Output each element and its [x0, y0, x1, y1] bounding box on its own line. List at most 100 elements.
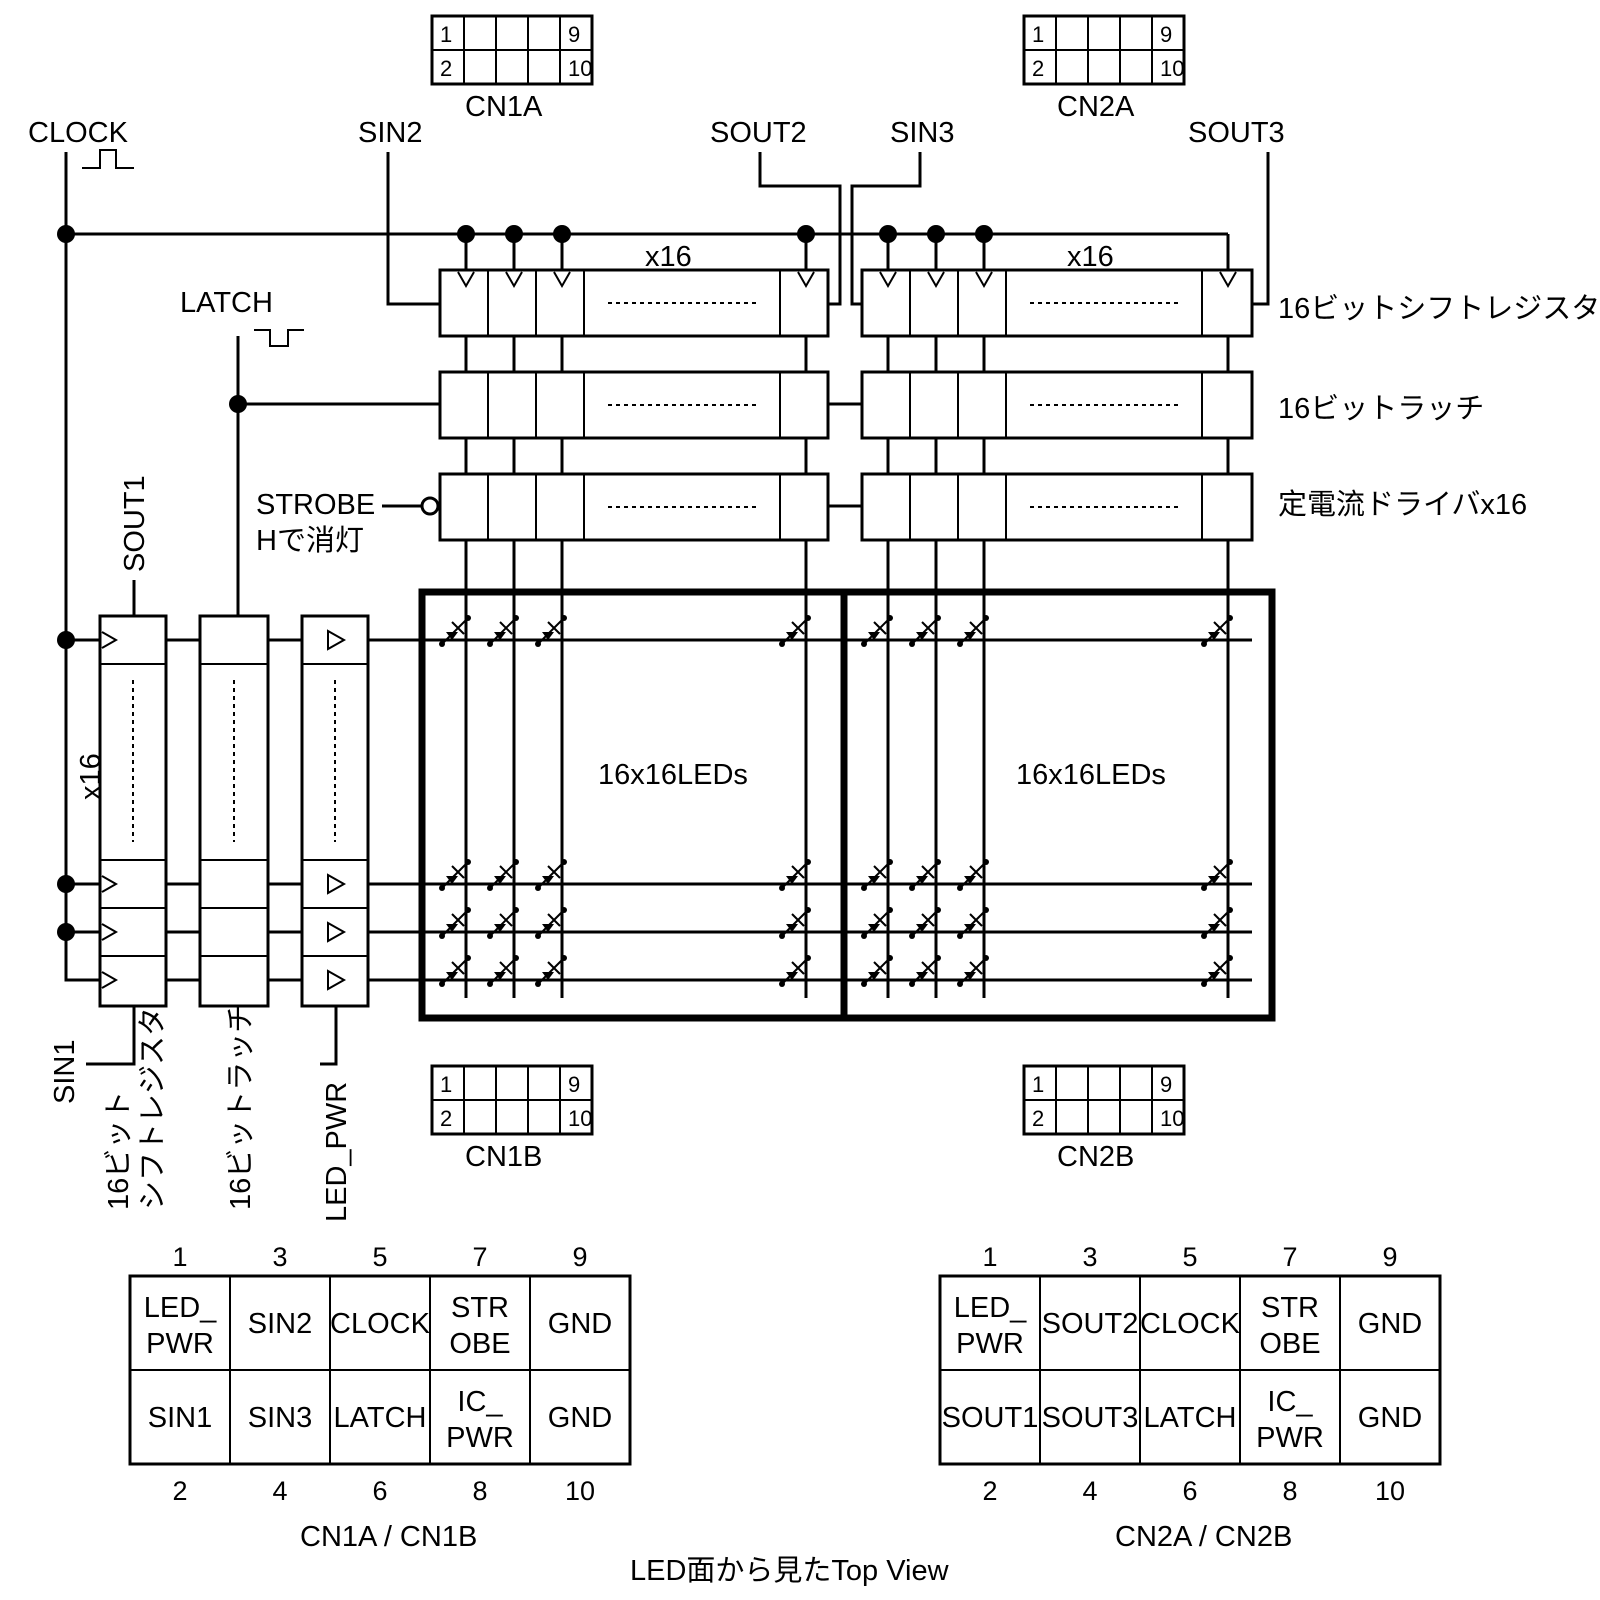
matrix-left-label: 16x16LEDs [598, 759, 748, 791]
pinout_cn2-pin-number-bottom: 10 [1375, 1476, 1405, 1506]
led-cathode-bar [969, 865, 983, 879]
pinout_cn2-pin-cell: LED_ [954, 1292, 1027, 1324]
led-terminal [561, 907, 567, 913]
led-terminal [513, 955, 519, 961]
led-arrow [916, 876, 928, 884]
led-body [441, 861, 469, 889]
pinout_cn2-pin-number-top: 1 [982, 1242, 997, 1272]
led-body [537, 617, 565, 645]
led-terminal [513, 907, 519, 913]
cn2b-pin-2: 2 [1032, 1106, 1044, 1131]
led-terminal [535, 885, 541, 891]
pinout_cn2-pin-number-top: 5 [1182, 1242, 1197, 1272]
pinout_cn1-pin-cell: GND [548, 1402, 612, 1434]
led-cathode-bar [969, 913, 983, 927]
led-terminal [465, 907, 471, 913]
pinout_cn2-pin-cell: GND [1358, 1402, 1422, 1434]
led-cathode-bar [547, 865, 561, 879]
led-arrow [1208, 924, 1220, 932]
led-terminal [535, 981, 541, 987]
led-icon [957, 907, 989, 939]
led-terminal [957, 981, 963, 987]
led-arrow [916, 972, 928, 980]
led-body [1203, 861, 1231, 889]
pinout_cn1-pin-number-bottom: 2 [172, 1476, 187, 1506]
pinout_cn1-pin-number-bottom: 8 [472, 1476, 487, 1506]
led-body [537, 861, 565, 889]
driver-label: 定電流ドライバx16 [1278, 488, 1527, 521]
led-arrow [868, 972, 880, 980]
led-terminal [909, 981, 915, 987]
led-terminal [935, 859, 941, 865]
led-terminal [487, 641, 493, 647]
cn2a-pin-1: 1 [1032, 22, 1044, 47]
led-body [911, 617, 939, 645]
cn2b-label: CN2B [1057, 1141, 1134, 1173]
led-body [441, 617, 469, 645]
led-cathode-bar [547, 961, 561, 975]
clock-triangle-icon [879, 271, 897, 289]
cn1a-pin-1: 1 [440, 22, 452, 47]
led-arrow [494, 632, 506, 640]
led-body [863, 957, 891, 985]
led-body [911, 861, 939, 889]
pinout_cn2-pin-number-bottom: 8 [1282, 1476, 1297, 1506]
cn1a-pin-2: 2 [440, 56, 452, 81]
led-arrow [446, 632, 458, 640]
led-terminal [957, 885, 963, 891]
cn2a-pin-2: 2 [1032, 56, 1044, 81]
led-arrow [964, 972, 976, 980]
led-cathode-bar [499, 913, 513, 927]
led-terminal [487, 981, 493, 987]
connector-cn2a: 1 2 9 10 CN2A [1022, 14, 1186, 123]
led-terminal [779, 933, 785, 939]
led-terminal [861, 933, 867, 939]
led-icon [779, 955, 811, 987]
led-body [489, 861, 517, 889]
latch-label-right: 16ビットラッチ [1278, 393, 1484, 425]
led-cathode-bar [873, 913, 887, 927]
clock-pulse-icon [82, 149, 134, 169]
connector-cn2b: 1 2 9 10 CN2B [1022, 1064, 1186, 1173]
pinout_cn2-pin-cell: OBE [1259, 1328, 1320, 1360]
left-columns [98, 614, 370, 1008]
led-body [1203, 957, 1231, 985]
pinout_cn2-pin-cell: SOUT3 [1042, 1402, 1139, 1434]
clock-triangle-icon [1219, 271, 1237, 289]
led-arrow [446, 924, 458, 932]
led-terminal [535, 933, 541, 939]
led-icon [439, 615, 471, 647]
led-body [911, 957, 939, 985]
led-array [439, 615, 1233, 987]
led-body [781, 909, 809, 937]
led-icon [957, 859, 989, 891]
pinout_cn1-pin-number-bottom: 4 [272, 1476, 287, 1506]
led-terminal [1227, 859, 1233, 865]
led-terminal [935, 615, 941, 621]
led-icon [487, 859, 519, 891]
strobe-note: Hで消灯 [256, 524, 364, 557]
led-terminal [1227, 955, 1233, 961]
led-body [863, 617, 891, 645]
led-cathode-bar [1213, 621, 1227, 635]
led-terminal [909, 885, 915, 891]
led-terminal [887, 955, 893, 961]
led-icon [535, 859, 567, 891]
sin3-label: SIN3 [890, 117, 954, 149]
led-arrow [494, 876, 506, 884]
led-terminal [465, 615, 471, 621]
led-arrow [542, 632, 554, 640]
led-arrow [542, 972, 554, 980]
led-terminal [887, 615, 893, 621]
pinout_cn1-pin-cell: LATCH [334, 1402, 427, 1434]
led-terminal [909, 933, 915, 939]
led-arrow [964, 632, 976, 640]
cn2b-pin-1: 1 [1032, 1072, 1044, 1097]
pinout-cn1-title: CN1A / CN1B [300, 1521, 477, 1553]
led-icon [957, 615, 989, 647]
pinout_cn1-pin-number-bottom: 6 [372, 1476, 387, 1506]
led-icon [861, 615, 893, 647]
led-terminal [513, 615, 519, 621]
led-terminal [535, 641, 541, 647]
